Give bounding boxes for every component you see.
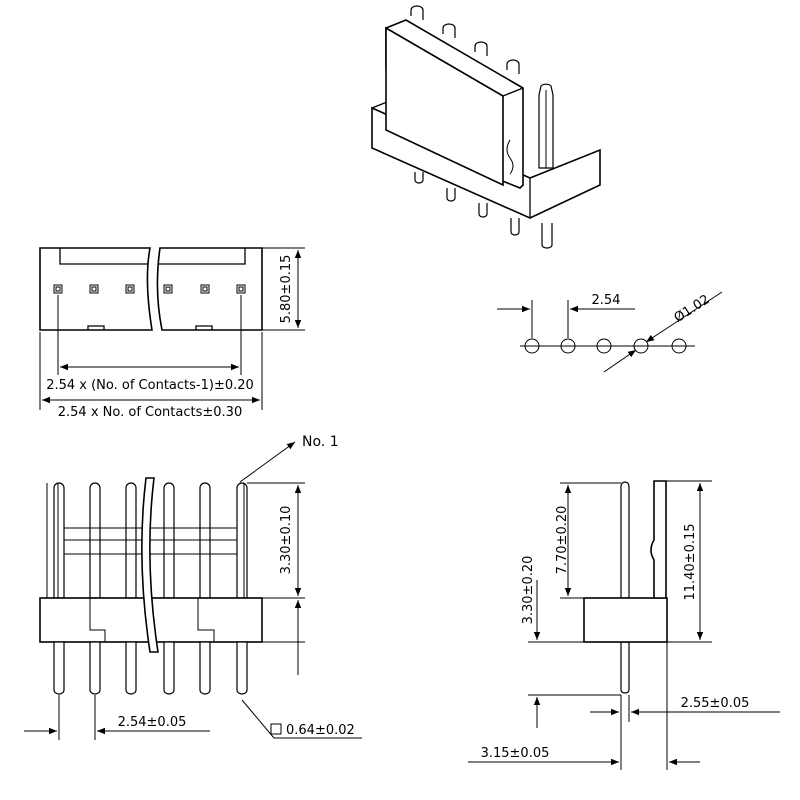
front-view-lower-pins [53,641,248,695]
front-height-label: 3.30±0.10 [279,506,294,575]
hole-pattern: 2.54 Ø1.02 [497,291,723,373]
front-view: No. 1 3.30±0.10 2.54±0.05 0.64±0.02 [24,434,362,740]
iso-bottom-pins [414,172,553,249]
side-view: 7.70±0.20 3.30±0.20 11.40±0.15 2.55±0.05… [468,480,780,770]
side-body-label: 3.15±0.05 [481,746,550,761]
hole-diameter-label: Ø1.02 [672,292,713,326]
square-icon [270,723,282,735]
side-offset-label: 2.55±0.05 [681,696,750,711]
side-total-label: 11.40±0.15 [683,523,698,600]
side-upper-label: 7.70±0.20 [555,506,570,575]
top-view: 5.80±0.15 2.54 x (No. of Contacts-1)±0.2… [39,247,305,420]
dim-height-label: 5.80±0.15 [279,255,294,324]
iso-top-pins [410,5,554,169]
hole-pitch-label: 2.54 [592,293,621,308]
isometric-view [371,5,601,249]
pin-square-label: 0.64±0.02 [286,723,355,738]
front-pitch-label: 2.54±0.05 [118,715,187,730]
top-view-holes [53,284,246,294]
pin-one-label: No. 1 [302,434,339,450]
dim-contacts-minus-one-label: 2.54 x (No. of Contacts-1)±0.20 [46,378,254,393]
side-lower-label: 3.30±0.20 [521,556,536,625]
dim-contacts-total-label: 2.54 x No. of Contacts±0.30 [58,405,242,420]
